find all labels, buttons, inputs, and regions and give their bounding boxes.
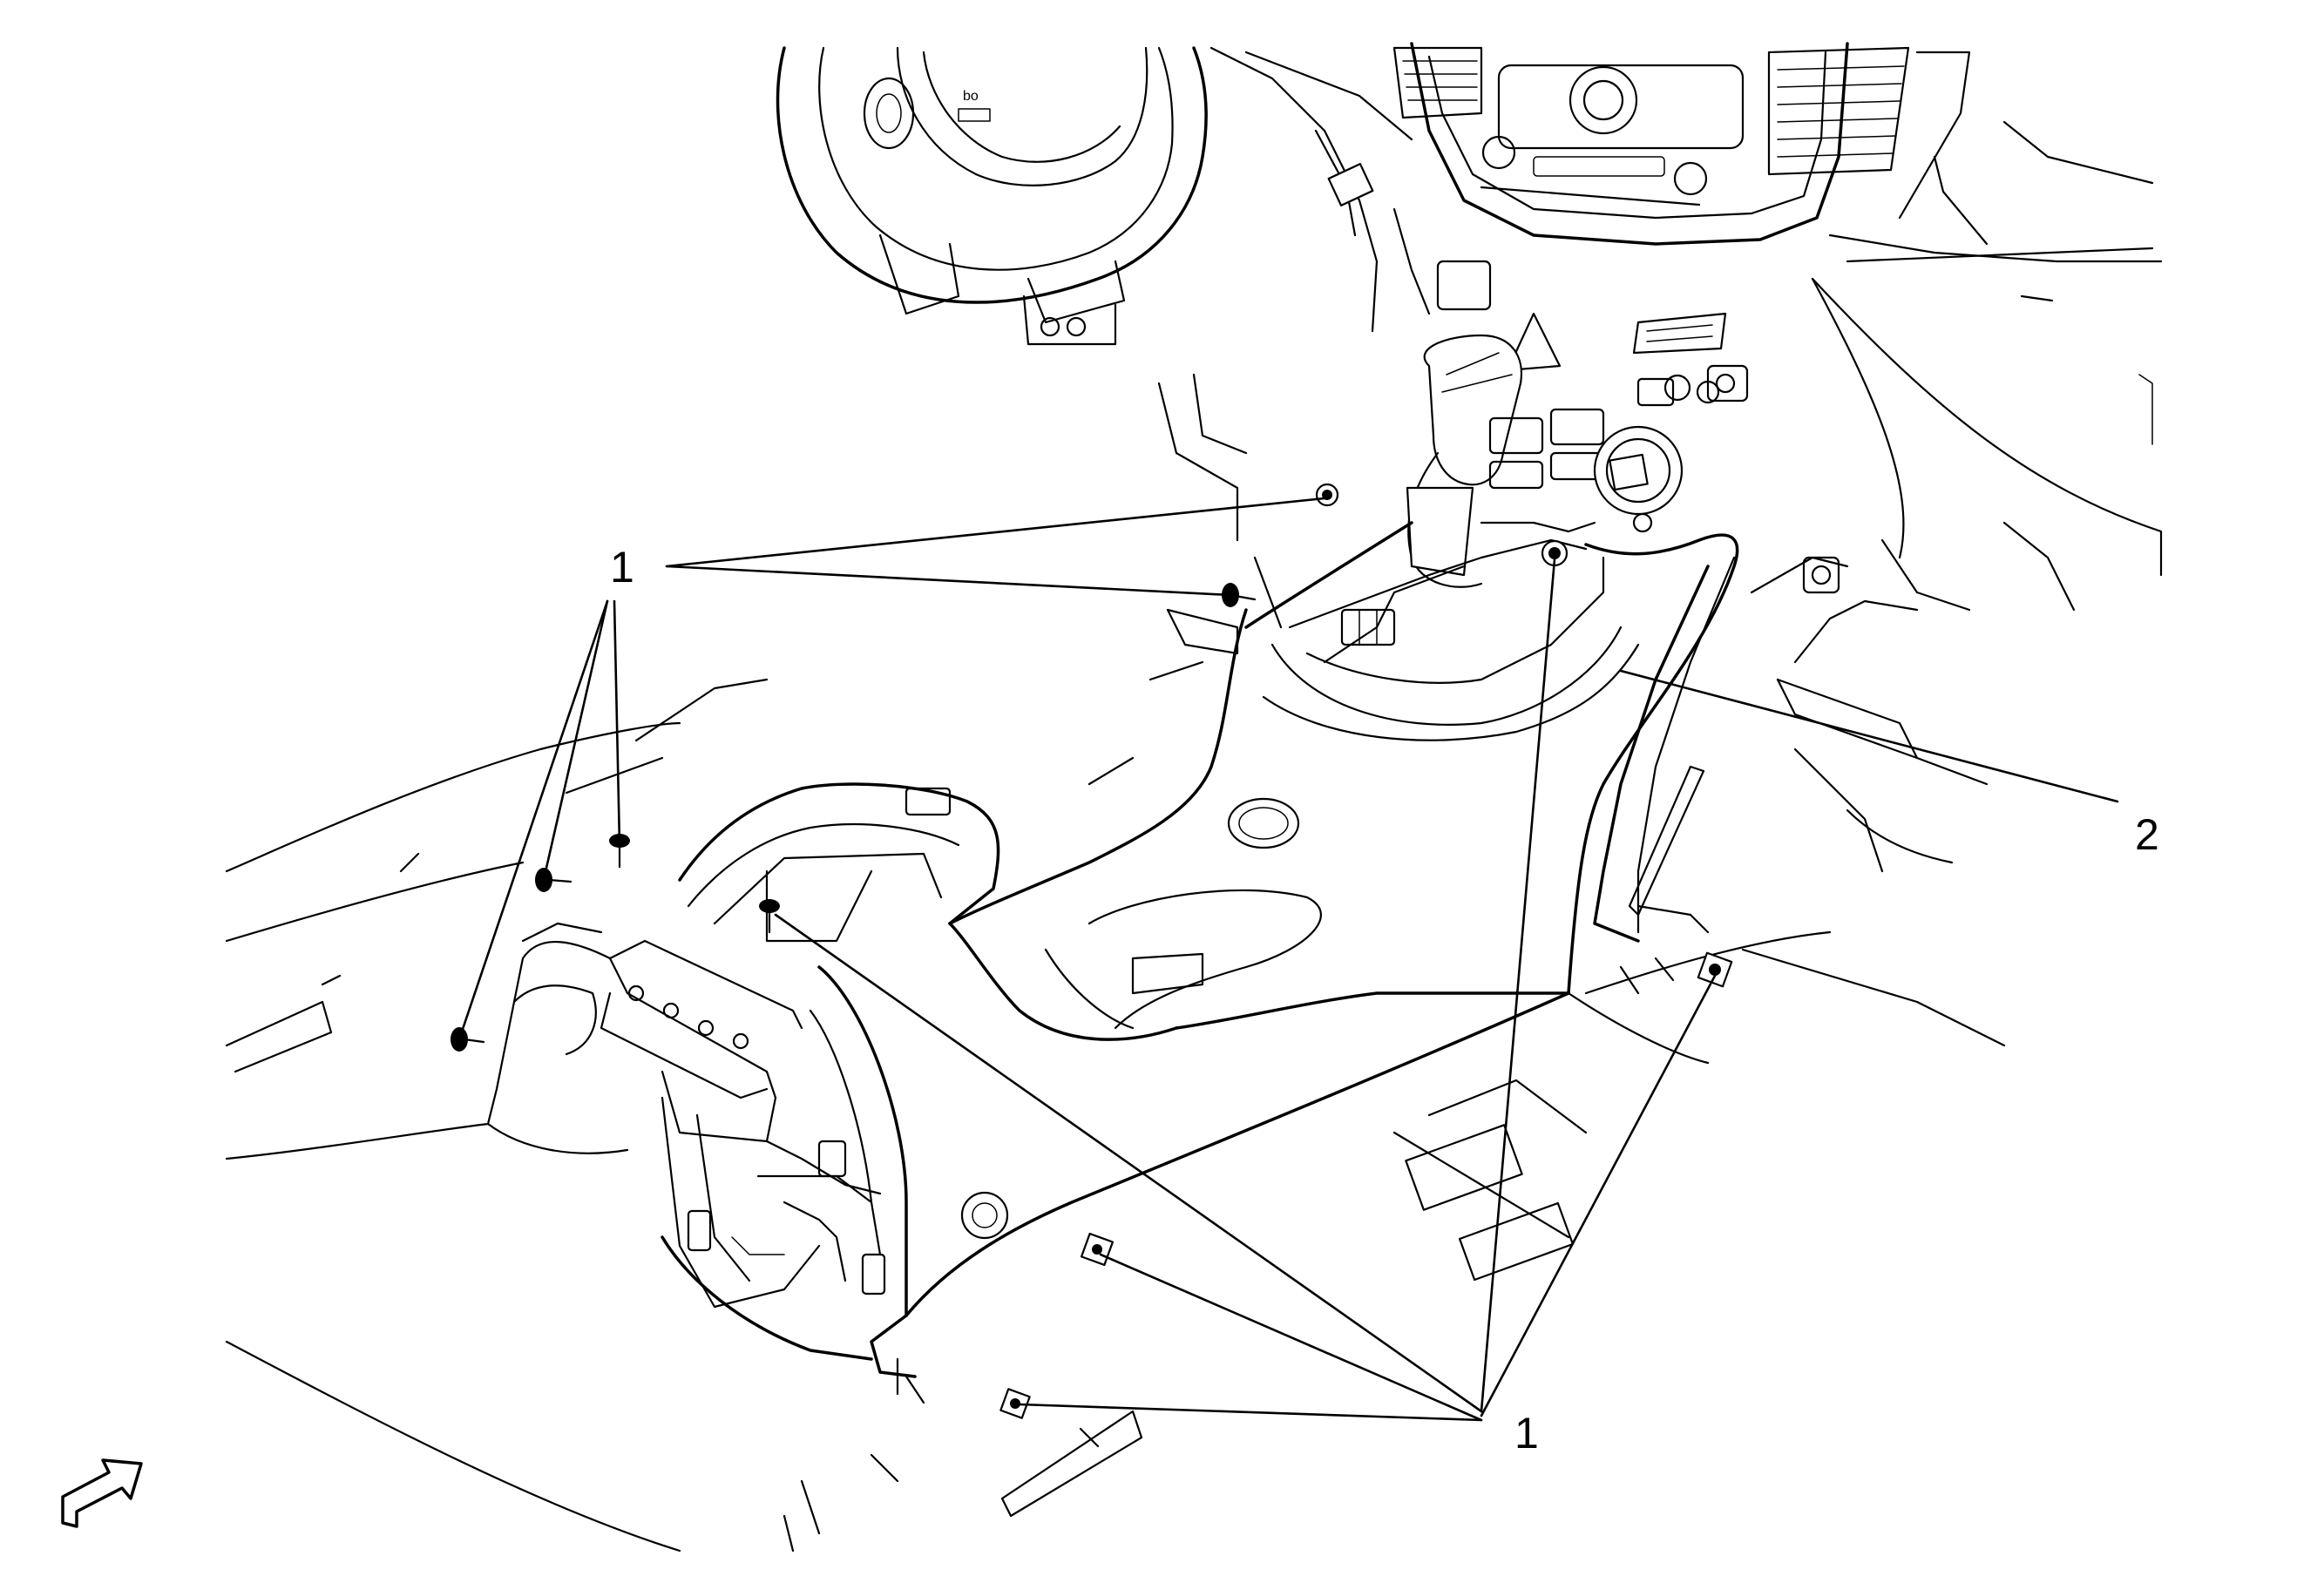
callout-1-lower: 1 [1514,1409,1539,1458]
front-view-arrow-icon [61,1458,143,1528]
fastener-lower-bolt-2 [999,1388,1031,1419]
fastener-rear-screw-4 [451,1027,485,1052]
instrument-panel: bo [776,42,2163,577]
fastener-rear-screw-1 [535,868,573,892]
callout-labels: 1 1 2 [610,543,2159,1458]
leader-lines [458,497,2119,1422]
right-air-vent [1767,46,1910,176]
left-air-vent [1392,46,1483,119]
center-console [600,533,1739,1404]
fastener-front-right-nut [1541,539,1569,567]
fastener-front-left-nut [1315,483,1339,507]
svg-text:bo: bo [963,89,979,104]
floor-pan [225,373,2076,1553]
console-bracket [661,1096,886,1309]
shifter-assembly [1244,334,1720,684]
callout-2-console: 2 [2135,810,2159,859]
fastener-rear-screw-3 [759,899,780,934]
callout-1-upper: 1 [610,543,634,592]
fasteners [451,483,1733,1419]
steering-wheel: bo [776,46,1208,324]
fastener-lower-bolt-1 [1080,1232,1115,1267]
center-stack [1392,42,1910,407]
power-outlet [1593,425,1684,533]
